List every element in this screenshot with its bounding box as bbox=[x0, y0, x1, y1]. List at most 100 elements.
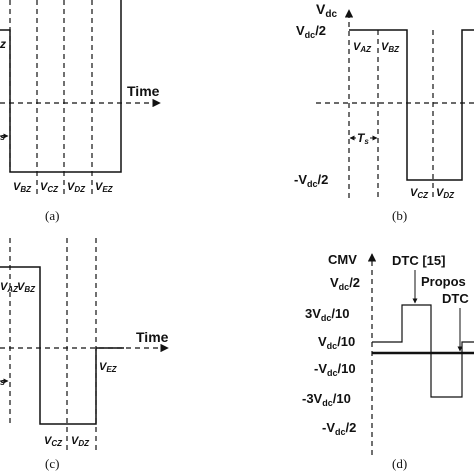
panel-b-neg-tail: /2 bbox=[318, 172, 329, 187]
svg-text:VBZ: VBZ bbox=[17, 281, 36, 294]
panel-c-label-cz-sub: CZ bbox=[51, 439, 63, 448]
panel-c-ts-label: s bbox=[0, 377, 5, 387]
panel-a-ts-label: s bbox=[0, 132, 5, 142]
panel-a-label-cz-sub: CZ bbox=[47, 185, 59, 194]
panel-d-tick-label-3: V bbox=[318, 334, 327, 349]
panel-d-tick-label-1: V bbox=[330, 275, 339, 290]
panel-d-tick-post-1: /2 bbox=[349, 275, 360, 290]
panel-a-label-ez-sub: EZ bbox=[102, 185, 113, 194]
panel-c-label-az-sub: AZ bbox=[6, 285, 19, 294]
panel-b-label-az-sub: AZ bbox=[359, 45, 372, 54]
panel-d-tick-sub-6: dc bbox=[335, 427, 346, 437]
panel-b-label-cz: V bbox=[410, 187, 419, 199]
panel-d-tick-label-6: -V bbox=[322, 420, 335, 435]
svg-text:VDZ: VDZ bbox=[71, 435, 90, 448]
panel-a-label-cz: V bbox=[40, 181, 49, 193]
panel-c-label-ez-sub: EZ bbox=[106, 365, 117, 374]
panel-c-label-bz-sub: BZ bbox=[24, 285, 36, 294]
svg-text:-Vdc/2: -Vdc/2 bbox=[294, 172, 328, 189]
panel-a-partial-label: z bbox=[0, 37, 6, 51]
panel-d-tick-label-2: 3V bbox=[305, 306, 321, 321]
panel-d-tick-sub-5: dc bbox=[322, 398, 333, 408]
svg-text:Vdc/2: Vdc/2 bbox=[330, 275, 360, 292]
svg-text:Vdc/10: Vdc/10 bbox=[318, 334, 355, 351]
panel-a: Time z s VBZ VCZ VDZ VEZ (a) bbox=[0, 0, 161, 223]
panel-a-label-bz-sub: BZ bbox=[20, 185, 32, 194]
svg-text:VEZ: VEZ bbox=[99, 361, 118, 374]
panel-d-tick-sub-2: dc bbox=[321, 313, 332, 323]
svg-text:VBZ: VBZ bbox=[381, 41, 400, 54]
panel-d-dtc-waveform bbox=[372, 304, 432, 353]
panel-d-dtc-label: DTC [15] bbox=[392, 253, 445, 268]
panel-d-tick-post-2: /10 bbox=[331, 306, 349, 321]
svg-text:VDZ: VDZ bbox=[67, 181, 86, 194]
panel-c-label-dz-sub: DZ bbox=[78, 439, 90, 448]
panel-c-label-bz: V bbox=[17, 281, 26, 293]
panel-d-tick-label-4: -V bbox=[314, 361, 327, 376]
panel-b-label-bz-sub: BZ bbox=[388, 45, 400, 54]
panel-b-neg-sub: dc bbox=[307, 179, 318, 189]
panel-c-time-label: Time bbox=[136, 329, 169, 345]
panel-b: Vdc Vdc/2 -Vdc/2 VAZ VBZ VCZ VDZ Ts (b) bbox=[294, 1, 474, 223]
svg-text:VCZ: VCZ bbox=[40, 181, 59, 194]
panel-b-ts-sub: s bbox=[364, 137, 369, 146]
panel-d: CMV Vdc/2 3Vdc/10 Vdc/10 -Vdc/10 -3Vdc/1… bbox=[302, 252, 474, 471]
panel-a-caption: (a) bbox=[45, 208, 59, 223]
panel-a-time-label: Time bbox=[127, 83, 160, 99]
svg-text:VAZ: VAZ bbox=[353, 41, 372, 54]
svg-text:VCZ: VCZ bbox=[44, 435, 63, 448]
panel-d-dtc-waveform-neg bbox=[430, 353, 463, 398]
panel-b-caption: (b) bbox=[392, 208, 407, 223]
panel-d-proposed-waveform bbox=[461, 341, 474, 353]
svg-text:VAZ: VAZ bbox=[0, 281, 19, 294]
panel-d-tick-sub-1: dc bbox=[339, 282, 350, 292]
svg-text:VEZ: VEZ bbox=[95, 181, 114, 194]
svg-text:-Vdc/10: -Vdc/10 bbox=[314, 361, 356, 378]
panel-b-pos-sub: dc bbox=[305, 30, 316, 40]
panel-b-neg-label: -V bbox=[294, 172, 307, 187]
panel-c-label-cz: V bbox=[44, 435, 53, 447]
svg-text:3Vdc/10: 3Vdc/10 bbox=[305, 306, 350, 323]
panel-d-axis-label: CMV bbox=[328, 252, 357, 267]
panel-b-label-dz-sub: DZ bbox=[443, 191, 455, 200]
panel-b-label-bz: V bbox=[381, 41, 390, 53]
panel-c-label-ez: V bbox=[99, 361, 108, 373]
panel-d-tick-sub-4: dc bbox=[327, 368, 338, 378]
panel-b-label-az: V bbox=[353, 41, 362, 53]
svg-text:Ts: Ts bbox=[357, 131, 369, 146]
panel-a-label-dz: V bbox=[67, 181, 76, 193]
panel-d-proposed-label-1: Propos bbox=[421, 274, 466, 289]
svg-text:Vdc: Vdc bbox=[316, 1, 337, 20]
svg-text:VBZ: VBZ bbox=[13, 181, 32, 194]
panel-a-label-bz: V bbox=[13, 181, 22, 193]
svg-text:VCZ: VCZ bbox=[410, 187, 429, 200]
svg-text:-3Vdc/10: -3Vdc/10 bbox=[302, 391, 351, 408]
panel-d-tick-sub-3: dc bbox=[327, 341, 338, 351]
panel-d-caption: (d) bbox=[392, 456, 407, 471]
panel-a-waveform bbox=[0, 0, 122, 173]
panel-b-axis-label: V bbox=[316, 1, 326, 17]
panel-b-ts-label: T bbox=[357, 131, 366, 145]
panel-d-tick-post-4: /10 bbox=[338, 361, 356, 376]
panel-b-pos-label: V bbox=[296, 23, 305, 38]
panel-b-label-dz: V bbox=[436, 187, 445, 199]
panel-d-tick-post-3: /10 bbox=[337, 334, 355, 349]
panel-d-tick-label-5: -3V bbox=[302, 391, 323, 406]
panel-b-label-cz-sub: CZ bbox=[417, 191, 429, 200]
panel-a-label-dz-sub: DZ bbox=[74, 185, 86, 194]
svg-text:VDZ: VDZ bbox=[436, 187, 455, 200]
panel-d-tick-post-6: /2 bbox=[346, 420, 357, 435]
panel-c-caption: (c) bbox=[45, 456, 59, 471]
svg-text:-Vdc/2: -Vdc/2 bbox=[322, 420, 356, 437]
panel-d-proposed-label-2: DTC bbox=[442, 291, 469, 306]
panel-c: Time VAZ VBZ s VCZ VDZ VEZ (c) bbox=[0, 238, 169, 471]
panel-c-label-dz: V bbox=[71, 435, 80, 447]
panel-d-tick-post-5: /10 bbox=[333, 391, 351, 406]
panel-b-waveform bbox=[349, 29, 474, 181]
svg-text:Vdc/2: Vdc/2 bbox=[296, 23, 326, 40]
panel-a-label-ez: V bbox=[95, 181, 104, 193]
panel-b-pos-tail: /2 bbox=[315, 23, 326, 38]
panel-b-axis-sub: dc bbox=[325, 9, 337, 20]
